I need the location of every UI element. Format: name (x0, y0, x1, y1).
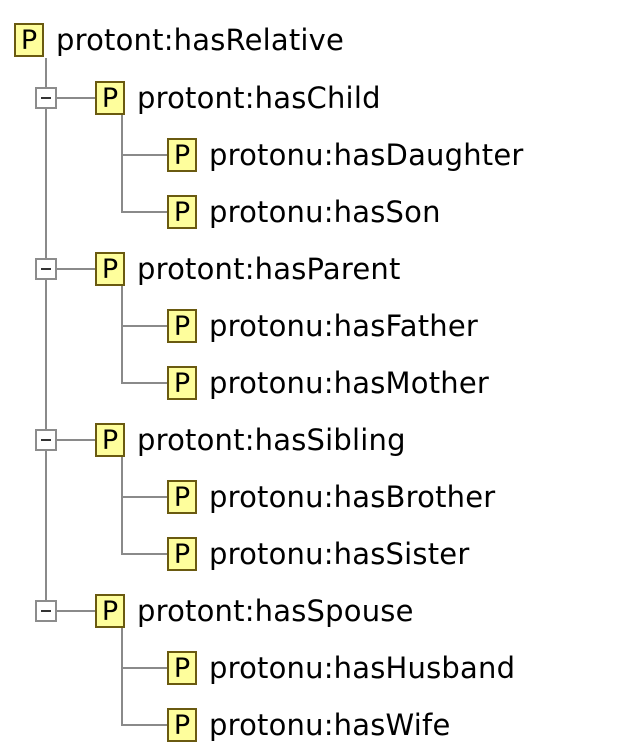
tree-node-label: protont:hasRelative (56, 23, 345, 57)
property-icon: P (167, 651, 197, 685)
tree-connector (121, 496, 169, 498)
tree-child-connector (121, 457, 123, 554)
tree-connector (121, 667, 169, 669)
property-icon: P (95, 81, 125, 115)
property-icon: P (167, 537, 197, 571)
property-icon: P (95, 423, 125, 457)
tree-node-label: protonu:hasFather (209, 309, 479, 343)
property-icon: P (167, 480, 197, 514)
tree-connector (57, 610, 97, 612)
property-icon: P (95, 594, 125, 628)
tree-connector (121, 553, 169, 555)
tree-child-connector (121, 115, 123, 212)
tree-child-connector (121, 628, 123, 725)
property-icon: P (167, 195, 197, 229)
tree-connector (57, 268, 97, 270)
property-icon: P (167, 708, 197, 742)
tree-connector (121, 325, 169, 327)
property-icon: P (167, 138, 197, 172)
tree-root-connector (45, 58, 47, 609)
collapse-toggle-icon[interactable] (35, 600, 57, 622)
tree-connector (57, 439, 97, 441)
tree-connector (57, 97, 97, 99)
tree-node-label: protont:hasChild (137, 81, 381, 115)
tree-connector (121, 154, 169, 156)
property-icon: P (95, 252, 125, 286)
property-icon: P (14, 23, 44, 57)
property-icon: P (167, 366, 197, 400)
tree-node-label: protont:hasSibling (137, 423, 406, 457)
collapse-toggle-icon[interactable] (35, 258, 57, 280)
property-icon: P (167, 309, 197, 343)
tree-node-root[interactable]: P protont:hasRelative (14, 15, 344, 65)
tree-node-label: protont:hasParent (137, 252, 401, 286)
tree-node-label: protonu:hasHusband (209, 651, 516, 685)
tree-node-label: protont:hasSpouse (137, 594, 414, 628)
tree-connector (121, 724, 169, 726)
tree-node-label: protonu:hasDaughter (209, 138, 524, 172)
tree-connector (121, 382, 169, 384)
tree-node-label: protonu:hasSon (209, 195, 441, 229)
collapse-toggle-icon[interactable] (35, 429, 57, 451)
collapse-toggle-icon[interactable] (35, 87, 57, 109)
tree-node-label: protonu:hasMother (209, 366, 490, 400)
tree-node-label: protonu:hasWife (209, 708, 451, 742)
tree-node-label: protonu:hasSister (209, 537, 470, 571)
tree-connector (121, 211, 169, 213)
tree-node-label: protonu:hasBrother (209, 480, 496, 514)
tree-child-connector (121, 286, 123, 383)
